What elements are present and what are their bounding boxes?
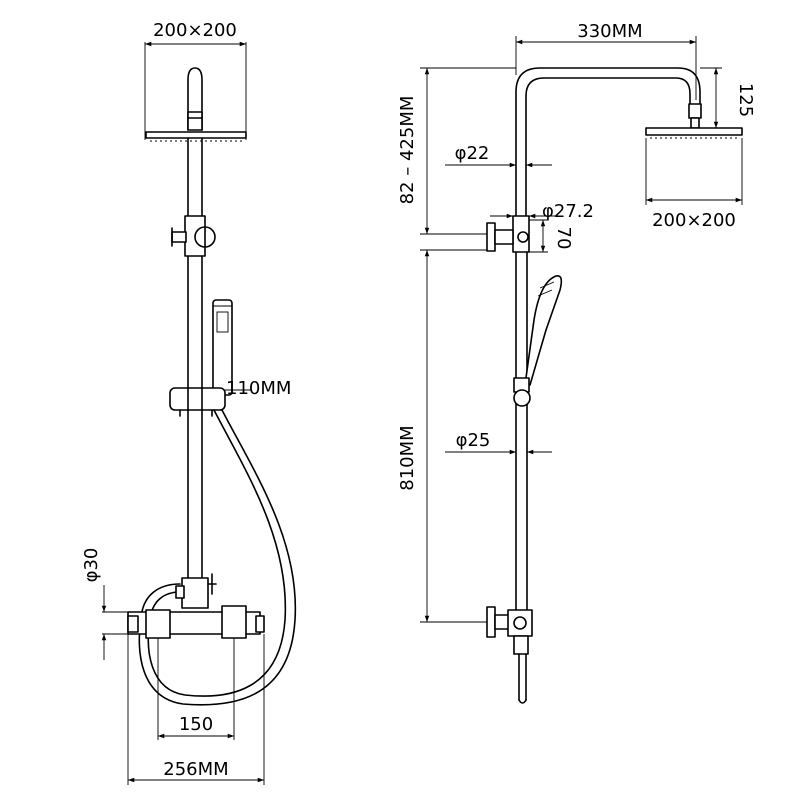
side-height-adjust-dimension: 82 – 425MM bbox=[397, 67, 516, 235]
front-view: 200×200 bbox=[81, 20, 297, 785]
side-lower-pipe-dia-label: φ25 bbox=[456, 430, 491, 451]
side-joint-height-label: 70 bbox=[553, 227, 574, 250]
front-diverter bbox=[175, 573, 217, 609]
side-joint-height-dimension: 70 bbox=[529, 219, 574, 253]
side-slide-holder bbox=[513, 377, 531, 407]
front-holder-spacing-label: 110MM bbox=[226, 378, 291, 399]
front-riser-pipe bbox=[187, 137, 203, 586]
side-arm-drop-label: 125 bbox=[735, 83, 756, 117]
side-joint-dimension: φ27.2 bbox=[490, 201, 594, 222]
side-rail-length-label: 810MM bbox=[397, 425, 418, 490]
front-holder-dimension: 110MM bbox=[224, 378, 291, 399]
side-joint-dia-label: φ27.2 bbox=[542, 201, 594, 222]
side-arm-reach-label: 330MM bbox=[577, 21, 642, 42]
front-slide-holder bbox=[169, 387, 226, 417]
side-arm-drop-dimension: 125 bbox=[700, 67, 756, 129]
front-mixer-body bbox=[127, 605, 265, 639]
side-upper-pipe-dimension: φ22 bbox=[445, 143, 552, 168]
front-hose bbox=[138, 409, 297, 706]
front-center-spacing-dimension: 150 bbox=[157, 638, 235, 740]
side-head-size-dimension: 200×200 bbox=[645, 138, 743, 231]
side-hand-shower bbox=[524, 274, 563, 386]
side-view: 330MM 125 200×200 bbox=[397, 21, 756, 704]
side-shower-head bbox=[645, 127, 743, 139]
side-height-adjust-label: 82 – 425MM bbox=[397, 96, 418, 205]
front-head-size-dimension: 200×200 bbox=[144, 20, 247, 140]
front-mixer-width-dimension: 256MM bbox=[127, 634, 265, 785]
side-rail-length-dimension: 810MM bbox=[397, 249, 487, 623]
side-lower-pipe-dimension: φ25 bbox=[445, 430, 552, 455]
front-mixer-width-label: 256MM bbox=[163, 759, 228, 780]
front-head-size-label: 200×200 bbox=[153, 20, 237, 41]
front-height-joint bbox=[171, 215, 216, 257]
side-height-joint bbox=[486, 215, 530, 253]
side-lower-pipe bbox=[515, 251, 528, 613]
front-center-spacing-label: 150 bbox=[179, 714, 213, 735]
side-arm-reach-dimension: 330MM bbox=[515, 21, 697, 100]
side-lower-bracket bbox=[486, 606, 533, 704]
front-inlet-dia-label: φ30 bbox=[81, 548, 102, 583]
side-upper-pipe-dia-label: φ22 bbox=[455, 143, 490, 164]
side-head-size-label: 200×200 bbox=[652, 210, 736, 231]
front-inlet-dimension: φ30 bbox=[81, 548, 128, 660]
front-shower-head bbox=[145, 67, 247, 142]
